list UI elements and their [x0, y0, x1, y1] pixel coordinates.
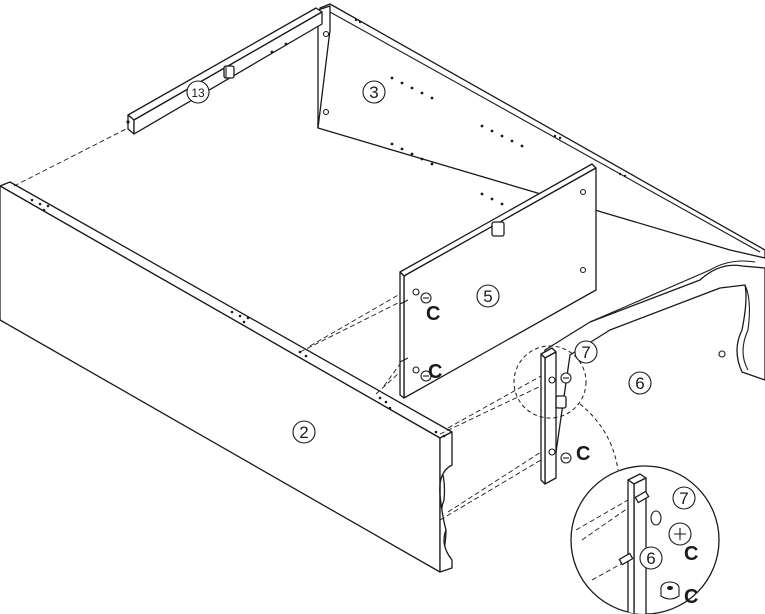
back-panel-3 [317, 3, 765, 259]
callout-6-circle [628, 371, 652, 395]
cam-c-label: C [684, 586, 698, 608]
cam-lock-icon [412, 366, 432, 382]
assembly-guides [13, 127, 542, 521]
detail-callout-7-circle [672, 486, 696, 510]
cam-lock-icon [668, 522, 692, 546]
cam-c-label: C [428, 361, 442, 383]
divider-panel-5 [399, 163, 597, 399]
back-panel-holes [322, 18, 627, 206]
part-13-label: 13 [191, 86, 205, 100]
cam-lock-icon [560, 452, 572, 464]
part-3-label: 3 [369, 83, 378, 102]
part-5-label: 5 [483, 287, 492, 306]
callout-5-circle [476, 284, 500, 308]
cam-lock-icon [560, 372, 572, 384]
part-2-label: 2 [299, 423, 308, 442]
cam-c-label: C [684, 543, 698, 565]
side-panel-6 [544, 260, 765, 481]
zoom-callout [513, 345, 619, 471]
detail-callout-6-circle [639, 546, 663, 570]
front-panel-2 [0, 181, 453, 573]
detail-part-7-label: 7 [679, 489, 688, 508]
part-7-label: 7 [581, 343, 590, 362]
side-panel-6-end [540, 347, 572, 485]
rail-13 [126, 7, 323, 135]
cam-c-label: C [576, 443, 590, 465]
callout-2-circle [292, 420, 316, 444]
front-panel-holes [30, 198, 446, 438]
cam-lock-icon [412, 288, 432, 304]
detail-part-6-label: 6 [646, 549, 655, 568]
callout-13-circle [186, 80, 210, 104]
part-6-label: 6 [635, 374, 644, 393]
callout-3-circle [362, 80, 386, 104]
callout-7-circle [574, 340, 598, 364]
divider-clip-icon [491, 221, 505, 237]
cam-c-label: C [426, 303, 440, 325]
cam-lock-icon [660, 581, 680, 600]
